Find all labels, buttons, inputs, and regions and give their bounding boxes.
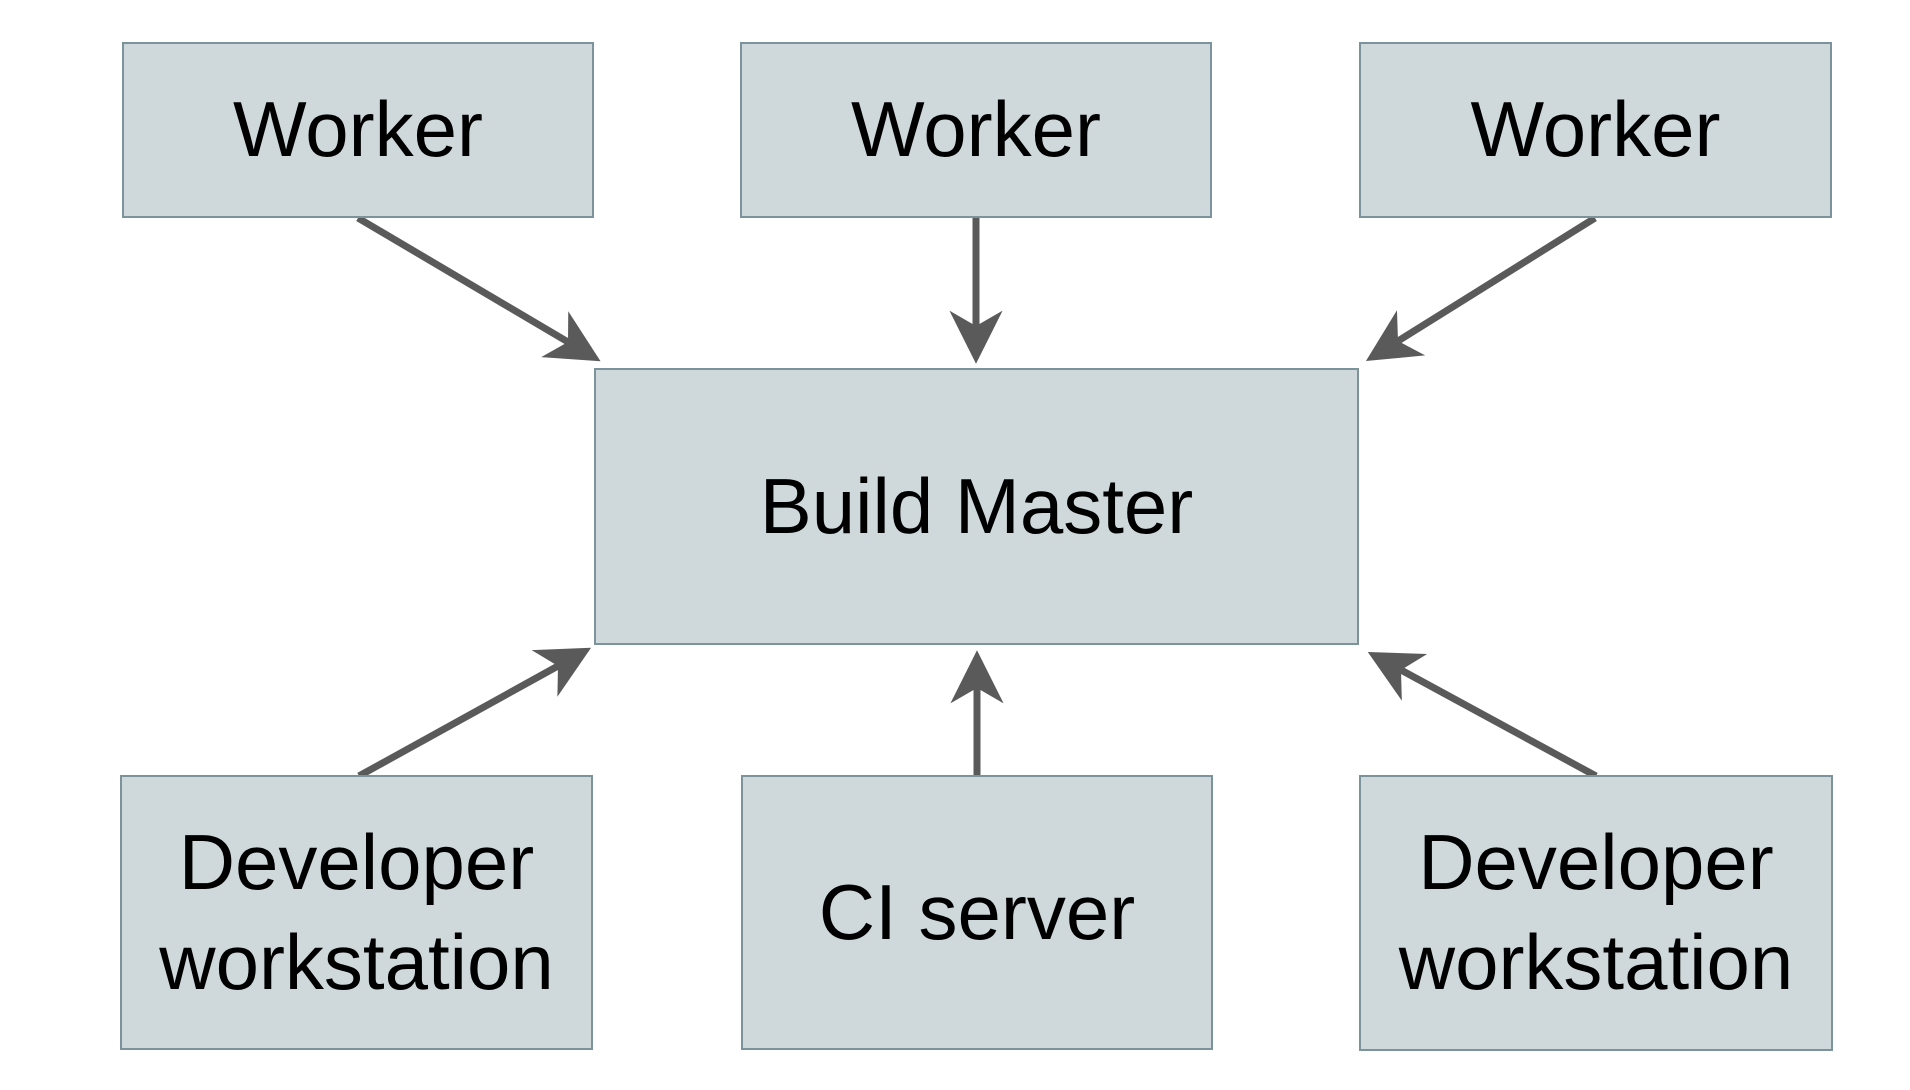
node-worker-2-label: Worker: [851, 85, 1101, 174]
node-worker-3: Worker: [1359, 42, 1832, 218]
edge-dev-workstation-left-to-build-master: [357, 647, 592, 780]
node-build-master: Build Master: [594, 368, 1359, 645]
node-developer-workstation-right: Developer workstation: [1359, 775, 1833, 1051]
node-ci-server-label: CI server: [818, 867, 1136, 956]
node-developer-workstation-right-label: Developer workstation: [1398, 818, 1794, 1006]
node-worker-3-label: Worker: [1470, 85, 1721, 174]
edge-dev-workstation-right-to-build-master: [1367, 651, 1598, 780]
node-worker-2: Worker: [740, 42, 1212, 218]
edge-worker-3-to-build-master: [1365, 215, 1597, 362]
node-developer-workstation-left-label: Developer workstation: [159, 817, 554, 1006]
node-worker-1: Worker: [122, 42, 594, 218]
node-ci-server: CI server: [741, 775, 1213, 1050]
edge-worker-1-to-build-master: [356, 214, 601, 362]
node-developer-workstation-left: Developer workstation: [120, 775, 593, 1050]
node-worker-1-label: Worker: [233, 85, 483, 174]
node-build-master-label: Build Master: [759, 461, 1194, 550]
